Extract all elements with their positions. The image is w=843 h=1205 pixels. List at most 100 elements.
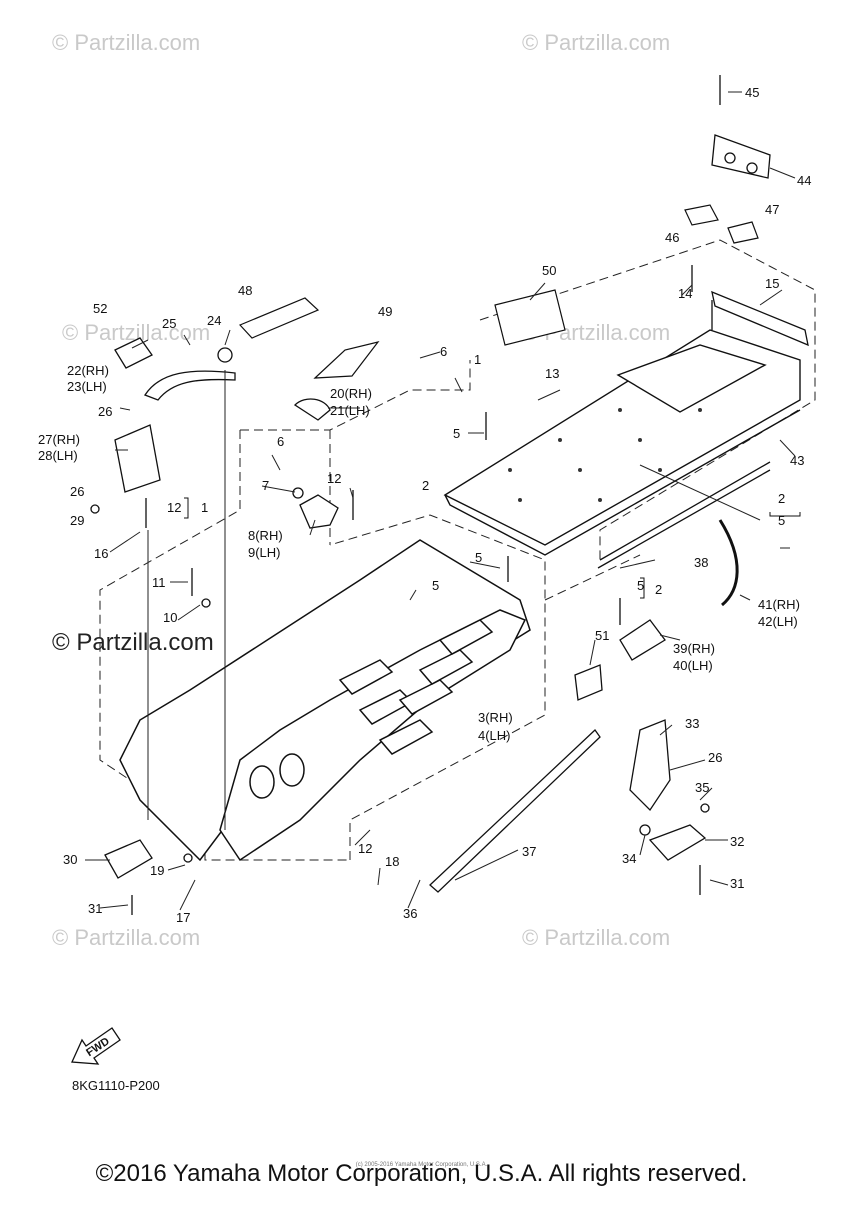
copyright-fine-print: (c) 2005-2016 Yamaha Motor Corporation, … (355, 1162, 488, 1168)
callout-20: 20(RH) (330, 386, 372, 401)
callout-51: 51 (595, 628, 609, 643)
rear-bumper-bar (711, 290, 809, 347)
callout-50: 50 (542, 263, 556, 278)
callout-3: 3(RH) (478, 710, 513, 725)
step-30 (104, 839, 153, 879)
callout-26a: 26 (98, 404, 112, 419)
callout-47: 47 (765, 202, 779, 217)
diagram-code: 8KG1110-P200 (72, 1078, 160, 1093)
callout-48: 48 (238, 283, 252, 298)
leader-lines (85, 91, 796, 911)
callout-5a: 5 (453, 426, 460, 441)
side-brackets (104, 337, 707, 879)
callout-30: 30 (63, 852, 77, 867)
callout-42: 42(LH) (758, 614, 798, 629)
watermark: © Partzilla.com (52, 925, 200, 950)
decal-pads (238, 204, 759, 379)
callouts: 45 44 47 46 50 15 14 48 49 52 25 24 6 1 … (38, 85, 811, 925)
callout-9: 9(LH) (248, 545, 281, 560)
callout-18: 18 (385, 854, 399, 869)
copyright-notice: ©2016 Yamaha Motor Corporation, U.S.A. A… (95, 1160, 748, 1187)
block-51 (574, 664, 603, 701)
callout-32: 32 (730, 834, 744, 849)
bracket-52 (114, 337, 153, 369)
callout-39: 39(RH) (673, 641, 715, 656)
callout-2c: 2 (655, 582, 662, 597)
callout-35: 35 (695, 780, 709, 795)
callout-34: 34 (622, 851, 636, 866)
callout-27: 27(RH) (38, 432, 80, 447)
callout-5d: 5 (432, 578, 439, 593)
boot-20 (293, 398, 331, 421)
rear-tubes (429, 461, 771, 893)
callout-22: 22(RH) (67, 363, 109, 378)
fasteners (90, 75, 721, 915)
callout-46: 46 (665, 230, 679, 245)
callout-19: 19 (150, 863, 164, 878)
callout-40: 40(LH) (673, 658, 713, 673)
callout-31a: 31 (730, 876, 744, 891)
callout-8: 8(RH) (248, 528, 283, 543)
group-brackets (184, 497, 801, 599)
callout-26b: 26 (70, 484, 84, 499)
plate-27 (114, 424, 161, 493)
callout-38: 38 (694, 555, 708, 570)
callout-41: 41(RH) (758, 597, 800, 612)
callout-25: 25 (162, 316, 176, 331)
callout-5c: 5 (475, 550, 482, 565)
cover-8 (299, 494, 339, 529)
callout-10: 10 (163, 610, 177, 625)
callout-36: 36 (403, 906, 417, 921)
rail-22 (144, 370, 236, 401)
callout-31b: 31 (88, 901, 102, 916)
pad-46 (684, 204, 719, 226)
callout-5b: 5 (778, 513, 785, 528)
callout-52: 52 (93, 301, 107, 316)
callout-6b: 6 (277, 434, 284, 449)
callout-37: 37 (522, 844, 536, 859)
callout-29: 29 (70, 513, 84, 528)
watermark: © Partzilla.com (52, 629, 214, 656)
tunnel-deck (443, 329, 801, 556)
forward-arrow-icon: FWD (71, 1027, 121, 1065)
callout-23: 23(LH) (67, 379, 107, 394)
step-39 (619, 619, 666, 661)
callout-24: 24 (207, 313, 221, 328)
watermarks: © Partzilla.com © Partzilla.com © Partzi… (52, 30, 670, 950)
callout-33: 33 (685, 716, 699, 731)
callout-49: 49 (378, 304, 392, 319)
callout-4: 4(LH) (478, 728, 511, 743)
dashed-group-outlines (99, 239, 816, 861)
callout-6a: 6 (440, 344, 447, 359)
callout-45: 45 (745, 85, 759, 100)
step-32 (648, 824, 707, 861)
watermark: © Partzilla.com (522, 30, 670, 55)
callout-13: 13 (545, 366, 559, 381)
pad-47 (727, 221, 759, 244)
callout-17: 17 (176, 910, 190, 925)
callout-26c: 26 (708, 750, 722, 765)
snow-flap-mount (711, 134, 771, 179)
step-plate-33 (629, 719, 671, 812)
callout-5e: 5 (637, 578, 644, 593)
callout-43: 43 (790, 453, 804, 468)
callout-16: 16 (94, 546, 108, 561)
callout-12a: 12 (327, 471, 341, 486)
watermark: © Partzilla.com (52, 30, 200, 55)
callout-1a: 1 (474, 352, 481, 367)
callout-44: 44 (797, 173, 811, 188)
callout-15: 15 (765, 276, 779, 291)
callout-1b: 1 (201, 500, 208, 515)
watermark: © Partzilla.com (522, 925, 670, 950)
callout-12b: 12 (167, 500, 181, 515)
callout-11: 11 (152, 575, 166, 590)
callout-2a: 2 (422, 478, 429, 493)
pad-48 (238, 297, 320, 339)
callout-2b: 2 (778, 491, 785, 506)
callout-21: 21(LH) (330, 403, 370, 418)
callout-14: 14 (678, 286, 692, 301)
main-frame (119, 539, 531, 862)
pad-49 (313, 341, 380, 379)
